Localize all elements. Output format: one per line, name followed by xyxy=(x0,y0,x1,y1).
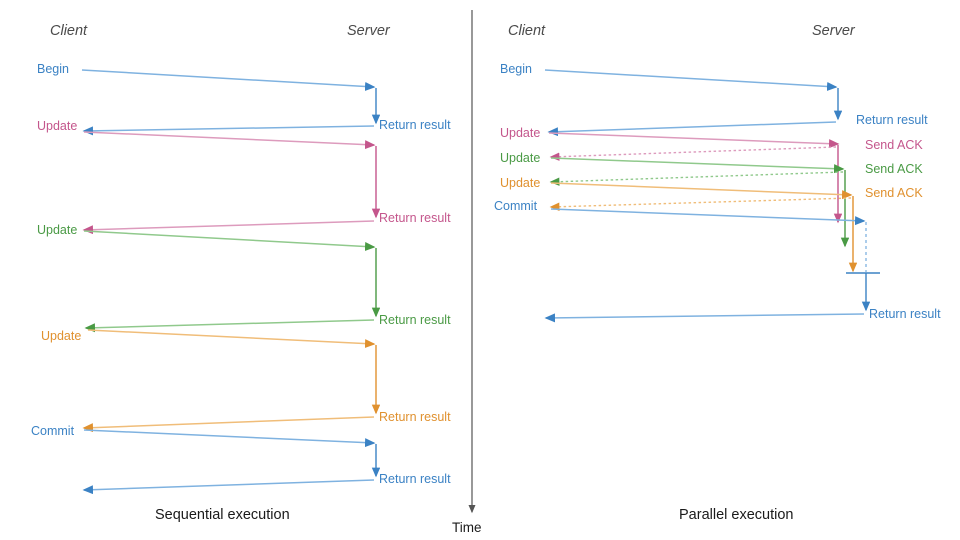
arrow-update2-ack xyxy=(549,171,844,186)
left-label-update-3: Update xyxy=(41,329,82,343)
arrow-begin-request xyxy=(544,69,838,91)
right-label-update-1-ack: Send ACK xyxy=(865,138,923,152)
left-label-update-2-return: Return result xyxy=(379,313,451,327)
arrow-update3-response xyxy=(82,416,375,433)
right-label-update-2-ack: Send ACK xyxy=(865,162,923,176)
arrow-commit-response xyxy=(544,313,865,323)
arrow-begin-response xyxy=(547,121,837,137)
arrow-begin-response xyxy=(82,125,375,136)
arrow-update2-request xyxy=(83,230,376,251)
arrow-update2-response xyxy=(84,319,375,333)
right-client-lane-label: Client xyxy=(508,23,546,39)
arrow-commit-request xyxy=(550,208,866,226)
right-label-commit-return: Return result xyxy=(869,307,941,321)
right-label-update-1: Update xyxy=(500,126,541,140)
right-label-update-2: Update xyxy=(500,151,541,165)
right-server-lane-label: Server xyxy=(812,23,855,39)
arrow-update1-response xyxy=(82,220,375,235)
arrow-commit-response xyxy=(82,479,375,495)
right-panel-arrows xyxy=(544,69,880,323)
left-client-lane-label: Client xyxy=(50,23,88,39)
arrow-update3-ack xyxy=(549,197,852,211)
left-panel-arrows xyxy=(81,69,381,495)
left-label-commit: Commit xyxy=(31,424,75,438)
right-panel-caption: Parallel execution xyxy=(679,507,794,523)
right-label-update-3: Update xyxy=(500,176,541,190)
right-label-begin: Begin xyxy=(500,62,532,76)
arrow-update1-request xyxy=(83,131,376,150)
arrow-update1-ack xyxy=(549,146,837,161)
left-label-commit-return: Return result xyxy=(379,472,451,486)
time-axis-label: Time xyxy=(452,520,482,535)
arrow-update1-request xyxy=(548,132,840,149)
arrow-update3-request xyxy=(87,329,376,349)
left-server-lane-label: Server xyxy=(347,23,390,39)
left-panel-caption: Sequential execution xyxy=(155,507,290,523)
left-label-begin: Begin xyxy=(37,62,69,76)
left-label-update-2: Update xyxy=(37,223,78,237)
right-label-commit: Commit xyxy=(494,199,538,213)
left-label-update-1: Update xyxy=(37,119,78,133)
left-label-update-3-return: Return result xyxy=(379,410,451,424)
arrow-update3-request xyxy=(550,182,853,200)
arrow-begin-request xyxy=(81,69,376,91)
left-label-update-1-return: Return result xyxy=(379,211,451,225)
arrow-commit-request xyxy=(83,429,376,448)
arrow-update2-request xyxy=(550,157,845,174)
right-label-update-3-ack: Send ACK xyxy=(865,186,923,200)
right-label-begin-return: Return result xyxy=(856,113,928,127)
left-label-begin-return: Return result xyxy=(379,118,451,132)
